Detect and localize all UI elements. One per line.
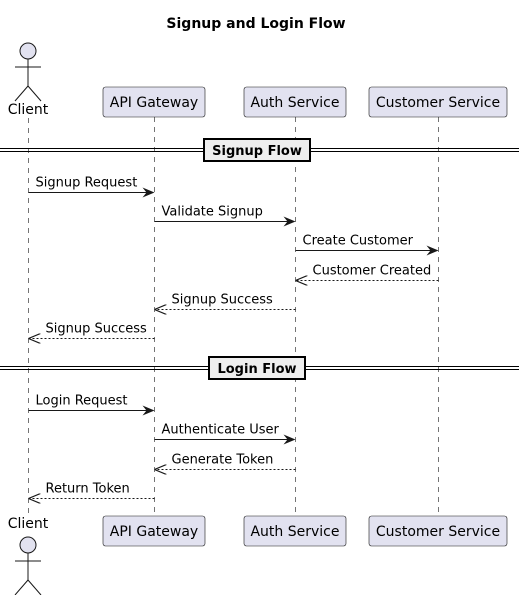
participant-label: Customer Service (376, 524, 500, 540)
message-label: Login Request (36, 394, 128, 409)
participant-label: Customer Service (376, 95, 500, 111)
participant-customer-service-top: Customer Service (368, 86, 508, 118)
divider-box (203, 138, 311, 162)
message-label: Validate Signup (162, 205, 263, 220)
participant-label: Auth Service (250, 524, 339, 540)
participant-box (368, 86, 508, 118)
message-validate-signup: Validate Signup (154, 205, 296, 227)
message-label: Generate Token (172, 453, 274, 468)
message-label: Authenticate User (162, 423, 280, 438)
message-label: Signup Request (36, 176, 138, 191)
participant-label: API Gateway (110, 524, 198, 540)
diagram-title: Signup and Login Flow (166, 16, 345, 32)
divider-label: Signup Flow (212, 144, 302, 159)
message-label: Signup Success (46, 322, 148, 337)
participant-box (243, 515, 347, 547)
participant-client-bottom: Client (8, 516, 49, 595)
participant-label: Client (8, 516, 49, 532)
participant-client-top: Client (8, 42, 49, 118)
participant-auth-service-bottom: Auth Service (243, 515, 347, 547)
message-return-token: Return Token (30, 482, 155, 499)
participant-box (368, 515, 508, 547)
message-customer-created: Customer Created (297, 264, 439, 281)
message-label: Customer Created (313, 264, 432, 279)
message-label: Create Customer (303, 234, 414, 249)
message-signup-request: Signup Request (28, 176, 155, 198)
participant-label: Client (8, 102, 49, 118)
participant-label: Auth Service (250, 95, 339, 111)
message-authenticate-user: Authenticate User (154, 423, 296, 445)
message-signup-success: Signup Success (30, 322, 155, 339)
participant-api-gateway-top: API Gateway (102, 86, 206, 118)
participant-box (102, 515, 206, 547)
participant-api-gateway-bottom: API Gateway (102, 515, 206, 547)
message-login-request: Login Request (28, 394, 155, 416)
divider-signup-flow: Signup Flow (0, 138, 519, 162)
message-generate-token: Generate Token (156, 453, 296, 470)
lifelines (28, 117, 439, 516)
participant-label: API Gateway (110, 95, 198, 111)
actor-icon (14, 536, 42, 595)
participant-customer-service-bottom: Customer Service (368, 515, 508, 547)
divider-login-flow: Login Flow (0, 356, 519, 380)
participant-auth-service-top: Auth Service (243, 86, 347, 118)
participant-box (243, 86, 347, 118)
message-label: Signup Success (172, 293, 274, 308)
divider-label: Login Flow (217, 362, 296, 377)
message-signup-success: Signup Success (156, 293, 296, 310)
message-label: Return Token (46, 482, 130, 497)
message-create-customer: Create Customer (295, 234, 439, 256)
actor-icon (14, 42, 42, 102)
participant-box (102, 86, 206, 118)
divider-box (208, 356, 306, 380)
